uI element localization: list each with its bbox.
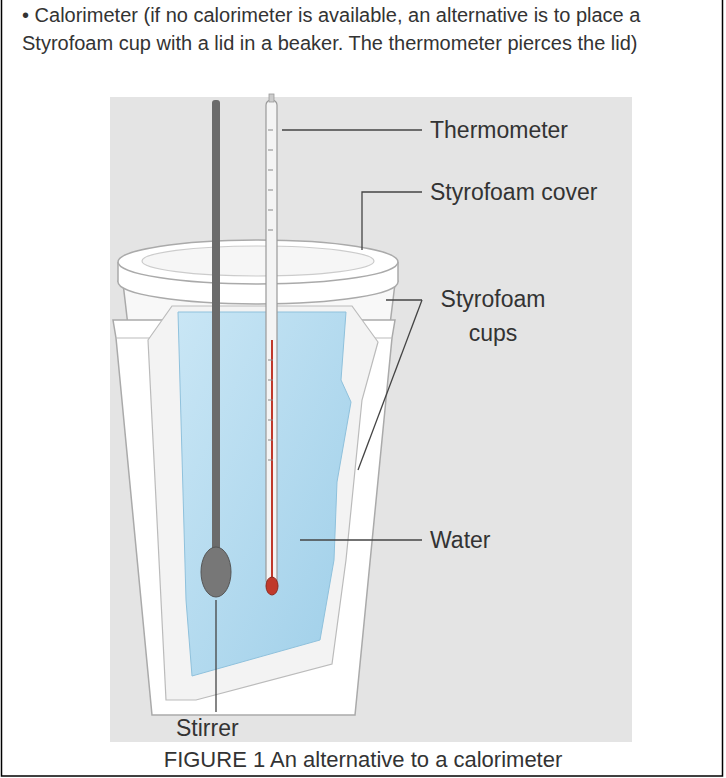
thermometer-liquid <box>271 340 273 582</box>
lid-top <box>118 240 398 284</box>
thermometer-cap <box>269 94 274 102</box>
stirrer-paddle <box>201 547 231 597</box>
part-label: Styrofoam cups <box>428 282 558 350</box>
part-label: Thermometer <box>430 116 630 144</box>
thermometer-tube <box>266 100 277 585</box>
stirrer-rod <box>212 100 220 560</box>
thermometer-bulb <box>266 577 278 595</box>
thermometer-ticks <box>268 130 273 460</box>
note-text: • Calorimeter (if no calorimeter is avai… <box>22 1 722 57</box>
part-label: Water <box>430 526 630 554</box>
lid-inner <box>142 246 374 276</box>
part-label: Stirrer <box>176 715 296 741</box>
figure-caption: FIGURE 1 An alternative to a calorimeter <box>0 746 726 774</box>
panel <box>110 97 632 742</box>
leader-lines <box>216 130 422 712</box>
part-label: Styrofoam cover <box>430 178 630 206</box>
cutaway <box>148 306 378 700</box>
water <box>178 312 351 676</box>
